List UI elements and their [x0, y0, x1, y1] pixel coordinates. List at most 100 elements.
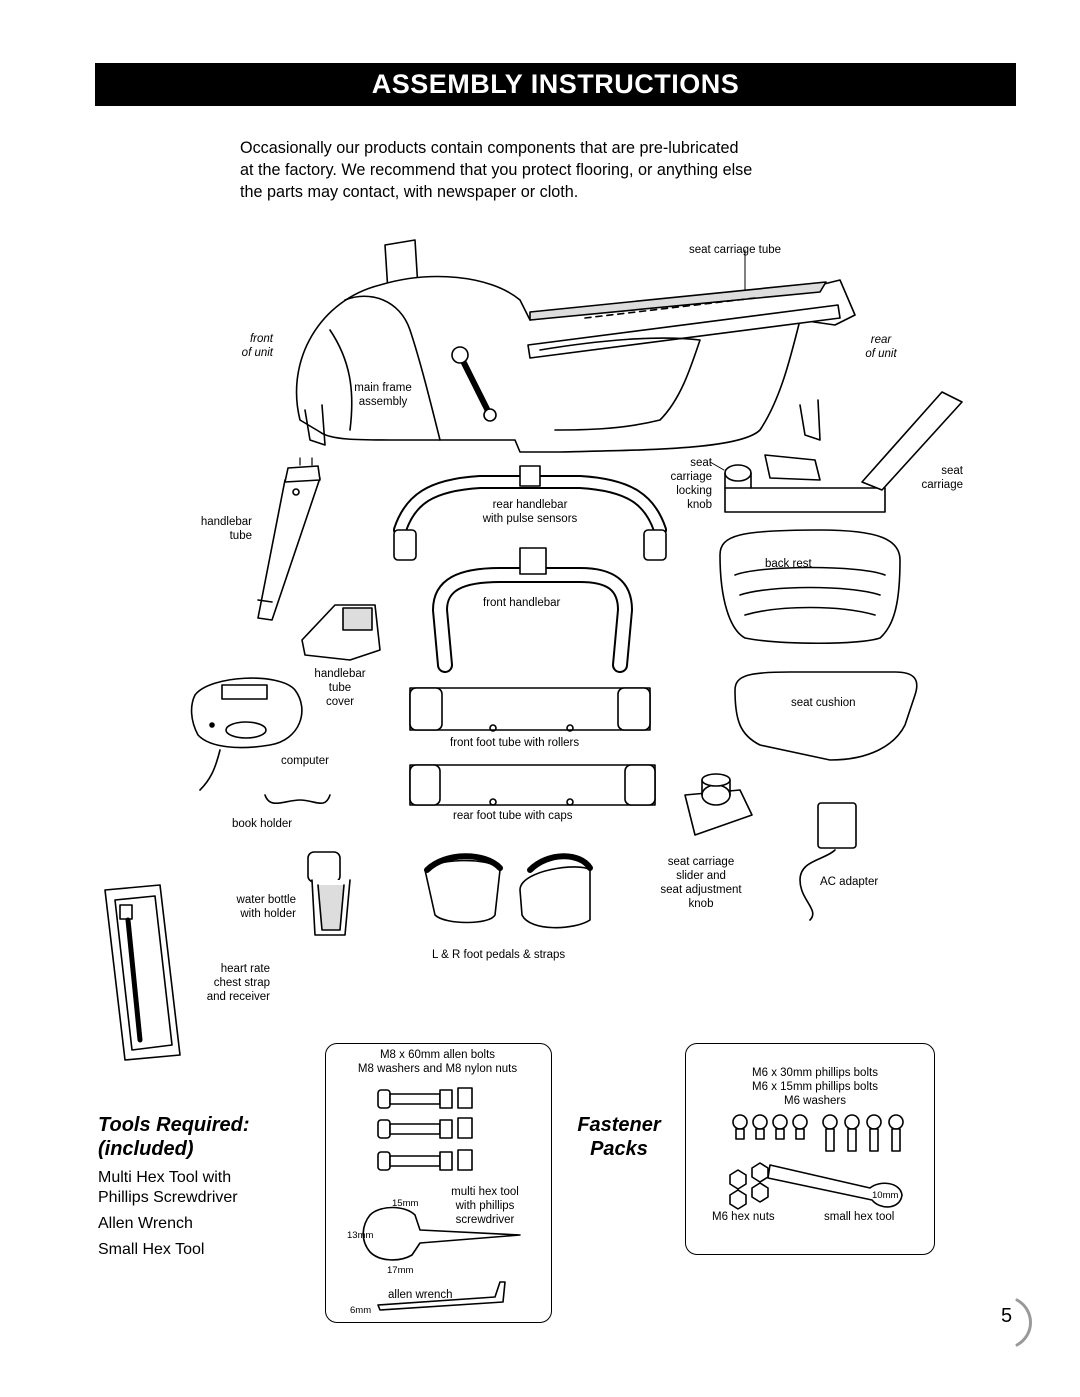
label-line: of unit [241, 347, 273, 359]
label-heart-rate-strap: heart rate chest strap and receiver [184, 962, 270, 1004]
fastener-pack1-illustration [362, 1087, 521, 1311]
label-line: of unit [865, 348, 897, 360]
tube-cover-illustration [301, 604, 381, 661]
label-line: handlebar [314, 668, 366, 680]
heading-line: (included) [98, 1138, 194, 1160]
label-line: cover [325, 696, 355, 708]
slider-knob-illustration [684, 773, 753, 836]
back-rest-illustration [719, 529, 901, 645]
label-water-bottle: water bottle with holder [214, 893, 296, 921]
water-bottle-illustration [307, 851, 351, 936]
seat-carriage-illustration [709, 391, 963, 513]
tools-item: Multi Hex Tool with [98, 1169, 232, 1186]
label-line: rear handlebar [492, 499, 568, 511]
label-tube-cover: handlebar tube cover [310, 667, 370, 709]
label-line: and receiver [206, 991, 270, 1003]
label-line: heart rate [220, 963, 270, 975]
fastener-packs-heading: Fastener Packs [560, 1113, 678, 1161]
label-rear-of-unit: rear of unit [858, 333, 904, 361]
label-line: seat carriage [667, 856, 735, 868]
pack1-contents: M8 x 60mm allen bolts M8 washers and M8 … [335, 1048, 540, 1076]
intro-line: Occasionally our products contain compon… [240, 139, 739, 157]
label-line: seat [690, 457, 712, 469]
size-6mm: 6mm [350, 1305, 372, 1316]
page-title: ASSEMBLY INSTRUCTIONS [371, 69, 740, 99]
heading-line: Fastener [577, 1114, 661, 1136]
label-front-of-unit: front of unit [233, 332, 273, 360]
label-line: M6 x 30mm phillips bolts [752, 1067, 878, 1079]
label-front-handlebar: front handlebar [483, 597, 561, 609]
label-line: with pulse sensors [482, 513, 578, 525]
label-line: rear [870, 334, 892, 346]
tools-required-heading: Tools Required: (included) [98, 1113, 249, 1161]
fastener-pack-2 [685, 1043, 935, 1255]
fastener-pack-1 [325, 1043, 552, 1323]
label-line: M8 washers and M8 nylon nuts [357, 1063, 518, 1075]
intro-paragraph: Occasionally our products contain compon… [240, 137, 900, 203]
book-holder-illustration [264, 794, 331, 804]
tools-item: Phillips Screwdriver [98, 1189, 238, 1206]
label-line: seat [941, 465, 963, 477]
size-17mm: 17mm [387, 1265, 414, 1276]
label-line: slider and [676, 870, 726, 882]
tools-item: Allen Wrench [98, 1215, 193, 1232]
pack2-small-hex-tool: small hex tool [824, 1211, 895, 1223]
heart-rate-strap-illustration [104, 884, 181, 1061]
label-handlebar-tube: handlebar tube [196, 515, 252, 543]
label-line: tube [328, 682, 352, 694]
label-line: screwdriver [455, 1214, 515, 1226]
label-line: knob [688, 898, 714, 910]
label-seat-cushion: seat cushion [791, 697, 856, 709]
label-line: front [249, 333, 273, 345]
page-number-swoosh [1015, 1298, 1032, 1347]
label-line: M6 washers [784, 1095, 846, 1107]
handlebar-tube-illustration [257, 457, 321, 621]
label-line: main frame [354, 382, 412, 394]
seat-cushion-illustration [734, 671, 918, 761]
label-seat-carriage: seat carriage [905, 464, 963, 492]
intro-line: at the factory. We recommend that you pr… [240, 161, 753, 179]
pack2-hex-nuts: M6 hex nuts [712, 1211, 775, 1223]
label-line: M8 x 60mm allen bolts [379, 1049, 496, 1061]
label-foot-pedals: L & R foot pedals & straps [432, 949, 566, 961]
heading-line: Tools Required: [98, 1114, 250, 1136]
label-slider-knob: seat carriage slider and seat adjustment… [648, 855, 754, 911]
label-line: with phillips [455, 1200, 515, 1212]
label-line: chest strap [213, 977, 270, 989]
label-seat-carriage-tube: seat carriage tube [689, 244, 782, 256]
label-computer: computer [281, 755, 329, 767]
pack1-multi-hex-tool: multi hex tool with phillips screwdriver [436, 1185, 534, 1227]
label-back-rest: back rest [765, 558, 812, 570]
label-rear-handlebar: rear handlebar with pulse sensors [470, 498, 590, 526]
rear-handlebar-illustration [393, 465, 667, 561]
label-line: multi hex tool [451, 1186, 519, 1198]
label-line: seat adjustment [660, 884, 742, 896]
label-seat-carriage-locking-knob: seat carriage locking knob [652, 456, 712, 512]
tools-item: Small Hex Tool [98, 1241, 205, 1258]
label-rear-foot-tube: rear foot tube with caps [453, 810, 573, 822]
size-10mm: 10mm [872, 1190, 899, 1201]
label-line: handlebar [200, 516, 252, 528]
label-line: locking [676, 485, 712, 497]
computer-illustration [190, 677, 303, 791]
heading-line: Packs [590, 1138, 648, 1160]
pack2-contents: M6 x 30mm phillips bolts M6 x 15mm phill… [715, 1066, 915, 1108]
front-foot-tube-illustration [409, 687, 651, 732]
label-line: M6 x 15mm phillips bolts [752, 1081, 878, 1093]
main-frame-illustration [295, 239, 856, 453]
label-book-holder: book holder [232, 818, 293, 830]
label-front-foot-tube: front foot tube with rollers [450, 737, 580, 749]
tools-list: Multi Hex Tool with Phillips Screwdriver… [98, 1168, 238, 1260]
label-line: water bottle [236, 894, 296, 906]
label-main-frame: main frame assembly [345, 381, 421, 409]
label-line: carriage [670, 471, 712, 483]
label-ac-adapter: AC adapter [820, 876, 879, 888]
rear-foot-tube-illustration [409, 764, 656, 806]
fastener-pack2-illustration [729, 1114, 904, 1210]
intro-line: the parts may contact, with newspaper or… [240, 183, 579, 201]
label-line: carriage [921, 479, 963, 491]
size-15mm: 15mm [392, 1198, 419, 1209]
label-line: tube [229, 530, 252, 542]
page-number: 5 [1001, 1305, 1013, 1327]
